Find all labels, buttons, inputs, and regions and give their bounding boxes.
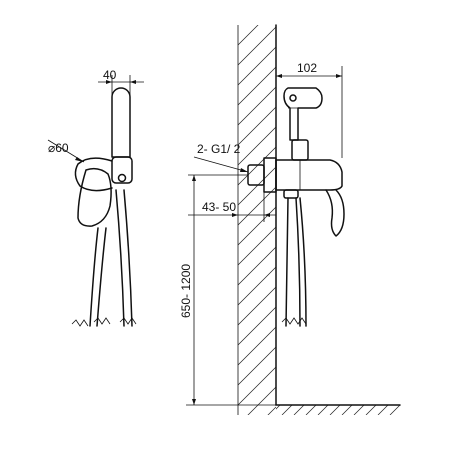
side-lever [325, 189, 345, 237]
front-view: 40 ⌀60 [47, 68, 144, 327]
side-view: 102 2- G1/ 2 43- 50 650- 1200 [179, 24, 401, 415]
hose-left [89, 227, 99, 327]
side-holder [291, 139, 309, 161]
hose-break-right [119, 317, 137, 325]
mounting-height-label: 650- 1200 [179, 264, 193, 318]
wall-section [238, 25, 276, 415]
side-hose-b [295, 197, 301, 327]
handle-width-label: 40 [103, 68, 117, 82]
projection-label: 102 [297, 61, 317, 75]
floor-section [276, 405, 400, 415]
wall-hatch [238, 25, 276, 415]
hose-right-inner [123, 189, 133, 327]
shower-holder [111, 156, 133, 184]
floor-hatch [276, 405, 400, 415]
side-hose-c [299, 197, 307, 327]
wall-rosette [74, 157, 113, 192]
rosette-diameter-label: ⌀60 [48, 141, 69, 155]
shower-handle [111, 87, 131, 158]
shower-button [289, 94, 297, 102]
side-hose-a [285, 197, 289, 327]
hose-break-mid [93, 317, 111, 325]
mixer-lever [77, 167, 112, 227]
holder-pin [117, 173, 127, 183]
thread-label: 2- G1/ 2 [197, 142, 241, 156]
mixer-body [275, 159, 343, 191]
hose-left-inner [96, 227, 107, 327]
thread-leader [193, 156, 249, 173]
hand-shower [283, 87, 323, 141]
wall-depth-label: 43- 50 [202, 200, 236, 214]
hose-outlet [283, 189, 299, 199]
hose-right [115, 189, 125, 327]
hose-break-left [71, 319, 89, 327]
